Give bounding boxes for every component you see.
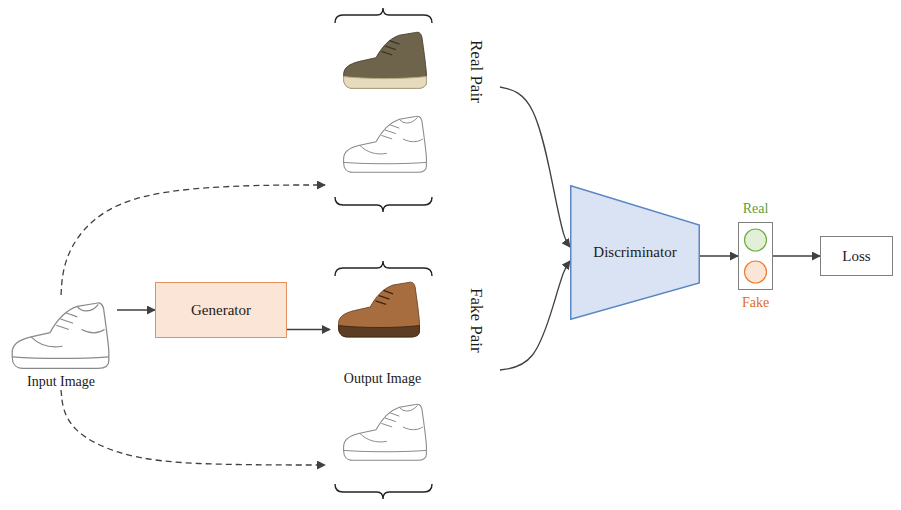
indicator-circles <box>739 223 772 289</box>
node-label: Discriminator <box>593 244 676 261</box>
node-label: Output Image <box>330 371 435 387</box>
node-label: Generator <box>191 302 251 319</box>
flow-arrow <box>287 329 330 330</box>
real-fake-box: RealFake <box>738 222 773 290</box>
input-sketch <box>12 303 109 368</box>
real-photo <box>344 32 427 88</box>
flow-arrow <box>500 87 570 247</box>
brace <box>335 8 432 23</box>
fake-pair-sketch <box>344 404 427 460</box>
discriminator-trapezoid: Discriminator <box>570 185 700 320</box>
generator-box: Generator <box>155 282 287 338</box>
node-label: Fake <box>719 295 792 311</box>
brace <box>335 261 432 276</box>
input-image: Input Image <box>5 295 117 390</box>
node-label: Fake Pair <box>466 288 486 353</box>
output-image: Output Image <box>330 272 435 387</box>
output-photo <box>339 282 420 337</box>
node-label: Input Image <box>5 374 117 390</box>
brace <box>335 197 432 212</box>
loss-box: Loss <box>820 236 893 276</box>
fake-circle <box>745 261 767 283</box>
dashed-arrow <box>61 390 325 465</box>
real-circle <box>745 229 767 251</box>
node-label: Loss <box>842 248 870 265</box>
trapezoid-outline <box>571 186 700 320</box>
fake-pair-group: Output Image Fake Pair <box>325 258 500 506</box>
real-pair-group: Real Pair <box>325 2 500 224</box>
flow-arrow <box>700 255 738 256</box>
brace <box>335 484 432 499</box>
flow-arrow <box>117 309 155 310</box>
flow-arrow <box>773 255 820 256</box>
flow-arrow <box>500 261 570 370</box>
node-label: Real Pair <box>466 40 486 103</box>
node-label: Real <box>719 201 792 217</box>
real-pair-sketch <box>344 116 427 172</box>
dashed-arrow <box>61 185 325 295</box>
